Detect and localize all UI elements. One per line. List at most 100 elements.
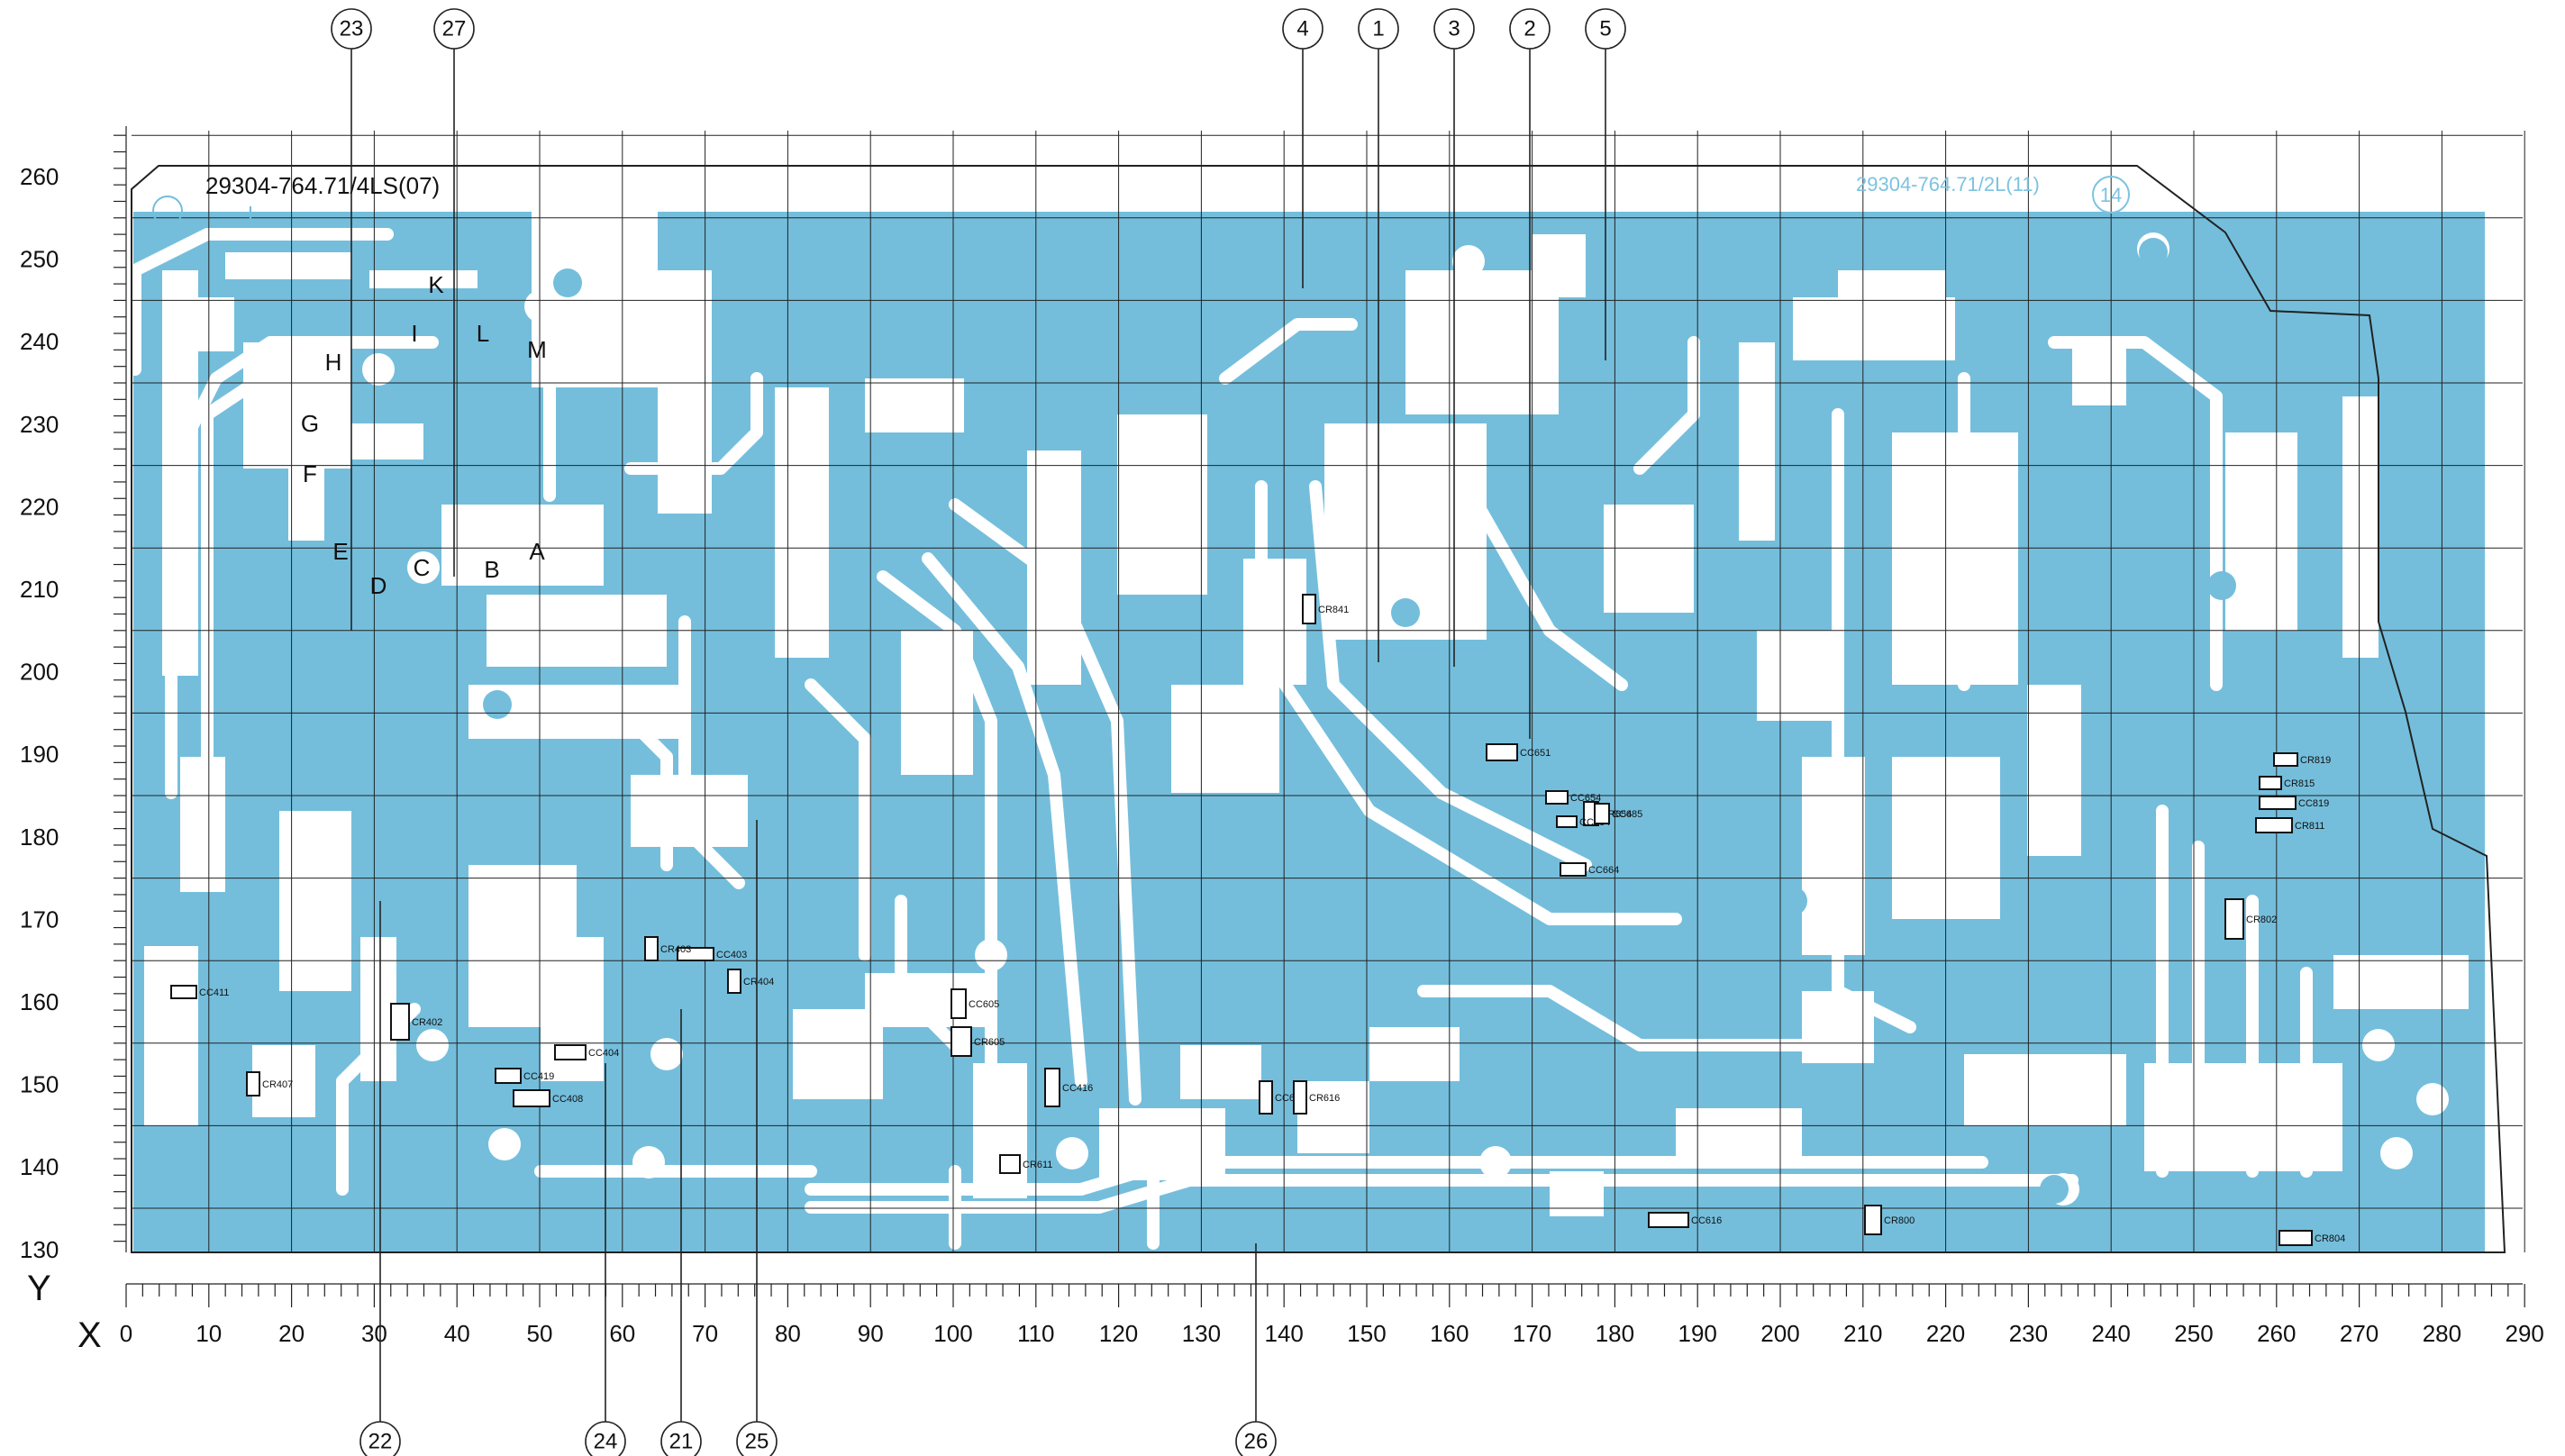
x-tick-label: 60 (609, 1320, 635, 1347)
copper-pad (1324, 888, 1353, 917)
callout-label: 22 (368, 1430, 393, 1454)
copper-trace-clearance (1309, 480, 1592, 871)
y-axis-label: Y (27, 1269, 51, 1308)
x-tick-label: 220 (1926, 1320, 1965, 1347)
component-body (951, 988, 967, 1019)
component-label: CR819 (2300, 755, 2331, 766)
component-label: CC664 (1588, 865, 1619, 876)
component-body (2259, 776, 2282, 790)
component-body (999, 1154, 1021, 1174)
marker-number: 14 (2100, 184, 2122, 206)
copper-clearance (973, 1063, 1027, 1198)
callout-label: 3 (1448, 17, 1460, 41)
copper-clearance (658, 270, 712, 514)
crosshair-mark: + (242, 198, 259, 228)
callout-label: 25 (745, 1430, 769, 1454)
copper-clearance (2333, 955, 2469, 1009)
node-letter: H (325, 349, 342, 376)
copper-trace-clearance (624, 372, 763, 475)
copper-pad (1778, 887, 1807, 915)
x-tick-label: 110 (1017, 1320, 1054, 1347)
component-body (170, 985, 197, 999)
x-tick-label: 20 (278, 1320, 305, 1347)
x-tick-label: 190 (1678, 1320, 1717, 1347)
copper-trace-clearance (1832, 408, 1916, 1033)
x-tick-label: 200 (1760, 1320, 1799, 1347)
component-body (1648, 1212, 1689, 1228)
y-axis: 2602502402302202102001901801701601501401… (20, 126, 127, 1263)
callout-label: 21 (669, 1430, 694, 1454)
copper-trace-clearance (949, 498, 1142, 1106)
x-tick-label: 130 (1182, 1320, 1221, 1347)
component-label: CC404 (588, 1048, 619, 1059)
component-body (1293, 1080, 1307, 1115)
component-label: CC416 (1062, 1083, 1093, 1094)
callout-label: 24 (594, 1430, 618, 1454)
component-label: CC616 (1691, 1215, 1722, 1226)
copper-clearance (144, 946, 198, 1126)
callout-label: 1 (1372, 17, 1384, 41)
x-tick-label: 10 (196, 1320, 222, 1347)
pad (407, 551, 440, 584)
y-tick-label: 170 (20, 905, 59, 933)
callout-label: 23 (340, 17, 364, 41)
component-body (2273, 752, 2298, 767)
copper-trace-clearance (1633, 336, 1700, 475)
callout-label: 27 (442, 17, 467, 41)
copper-clearance (1171, 685, 1279, 793)
component-body (1556, 815, 1578, 828)
component-body (390, 1003, 410, 1041)
x-tick-label: 160 (1430, 1320, 1469, 1347)
component-body (246, 1071, 260, 1097)
component-label: CR802 (2246, 915, 2277, 925)
copper-pad (2139, 535, 2168, 564)
copper-clearance (1297, 1081, 1369, 1153)
callout-circle (433, 8, 475, 50)
copper-pad (2040, 1175, 2069, 1204)
x-tick-label: 280 (2423, 1320, 2461, 1347)
callout-circle (585, 1421, 626, 1456)
copper-trace-clearance (805, 1156, 1988, 1196)
component-label: CR402 (412, 1017, 442, 1028)
x-tick-label: 180 (1596, 1320, 1634, 1347)
component-label: CR800 (1884, 1215, 1915, 1226)
x-tick-label: 80 (775, 1320, 801, 1347)
component-body (1594, 803, 1610, 824)
component-label: CR616 (1309, 1093, 1340, 1104)
component-label: CC605 (969, 999, 999, 1010)
component-body (2259, 796, 2297, 810)
component-label: CC685 (1612, 809, 1642, 820)
component-body (1560, 862, 1587, 877)
copper-layer (129, 207, 2485, 1252)
copper-trace-clearance (129, 228, 394, 376)
component-body (1545, 790, 1569, 805)
copper-pad (483, 690, 512, 719)
callout-label: 2 (1524, 17, 1535, 41)
x-tick-label: 270 (2340, 1320, 2379, 1347)
component-label: CR611 (1023, 1160, 1052, 1170)
component-body (554, 1044, 587, 1060)
x-tick-label: 30 (361, 1320, 387, 1347)
copper-clearance (441, 505, 604, 586)
copper-clearance (1793, 297, 1955, 360)
copper-clearance (252, 1045, 315, 1117)
callout-circle (1282, 8, 1323, 50)
pad (2416, 1083, 2449, 1115)
y-tick-label: 230 (20, 411, 59, 438)
pad (2362, 1029, 2395, 1061)
component-label: CR811 (2295, 821, 2324, 832)
component-label: CR804 (2315, 1233, 2345, 1244)
copper-pad (342, 542, 371, 571)
part-number-right: 29304-764.71/2L(11) (1856, 173, 2040, 196)
component-body (1864, 1205, 1882, 1235)
x-tick-label: 40 (444, 1320, 470, 1347)
pad (362, 353, 395, 386)
pad (1056, 1137, 1088, 1169)
node-letter: E (332, 538, 348, 565)
copper-pad (553, 268, 582, 297)
callout-circle (331, 8, 372, 50)
x-tick-label: 0 (120, 1320, 132, 1347)
component-body (2278, 1230, 2313, 1246)
